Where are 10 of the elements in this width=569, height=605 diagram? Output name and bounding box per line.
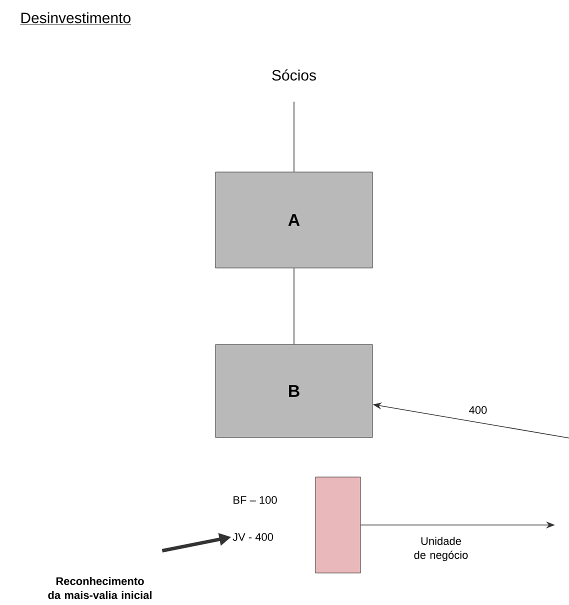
edge-label: Unidade de negócio — [414, 536, 468, 562]
note-text: Reconhecimento da mais-valia inicial — [48, 576, 152, 600]
value-text: JV - 400 — [232, 533, 274, 541]
entity-box: B — [215, 344, 373, 438]
partners-label: Sócios — [272, 69, 316, 81]
edge-label: 400 — [469, 406, 487, 414]
value-text: BF – 100 — [234, 496, 277, 504]
title: Desinvestimento — [20, 12, 132, 25]
entity-box: A — [215, 172, 373, 268]
business-unit-box — [315, 476, 361, 574]
